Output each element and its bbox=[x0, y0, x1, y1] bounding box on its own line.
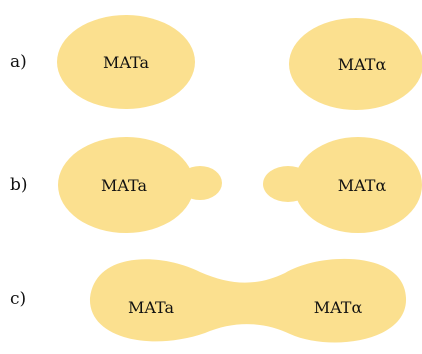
projection-matalpha-b bbox=[263, 166, 313, 202]
row-b: b) MATa MATα bbox=[10, 137, 422, 233]
cell-matalpha-b bbox=[294, 137, 422, 233]
cell-label-mata-c: MATa bbox=[128, 298, 174, 317]
cell-label-matalpha-c: MATα bbox=[314, 298, 363, 317]
row-label-c: c) bbox=[10, 289, 26, 309]
row-a: a) MATa MATα bbox=[10, 15, 422, 110]
cell-matalpha-a bbox=[289, 18, 422, 110]
cell-label-matalpha-b: MATα bbox=[338, 176, 387, 195]
row-label-a: a) bbox=[10, 52, 27, 72]
row-c: c) MATa MATα bbox=[10, 258, 407, 343]
fused-cell-c bbox=[89, 258, 407, 343]
cell-mata-b bbox=[58, 137, 194, 233]
row-label-b: b) bbox=[10, 175, 28, 195]
cell-label-mata-b: MATa bbox=[101, 176, 147, 195]
cell-label-mata-a: MATa bbox=[103, 53, 149, 72]
projection-mata-b bbox=[178, 166, 222, 200]
cell-mata-a bbox=[57, 15, 195, 109]
cell-label-matalpha-a: MATα bbox=[338, 55, 387, 74]
